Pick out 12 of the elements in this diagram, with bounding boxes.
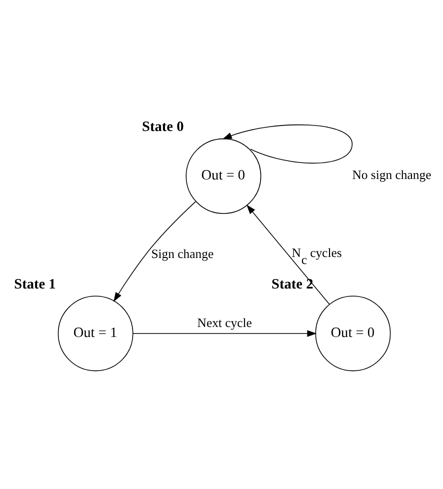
node-circle: Out = 1 <box>58 296 134 372</box>
node-label: State 2 <box>272 276 314 293</box>
arrow <box>113 201 196 302</box>
node-circle: Out = 0 <box>315 296 391 372</box>
edge-label: No sign change <box>352 168 432 182</box>
arrow <box>222 124 353 164</box>
node-label: State 1 <box>14 276 56 293</box>
arrow <box>246 204 330 305</box>
arrow <box>132 330 317 337</box>
edge-label: Sign change <box>151 246 214 261</box>
node-label: State 0 <box>142 119 184 136</box>
edge-label: Next cycle <box>197 316 252 330</box>
